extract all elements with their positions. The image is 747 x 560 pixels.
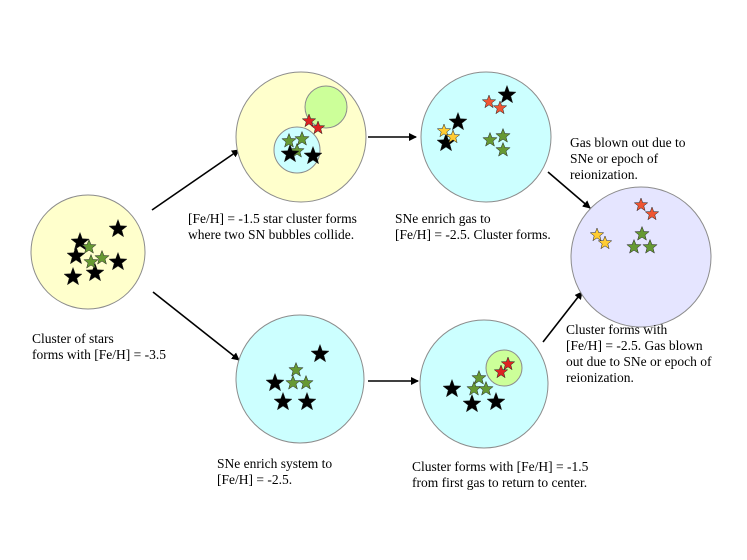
black-star-icon-34 [265,372,285,392]
green-star-icon-39 [298,374,314,390]
bubble-final [570,186,712,328]
label-final-cluster: Cluster forms with [Fe/H] = -2.5. Gas bl… [566,322,712,385]
label-initial-cluster: Cluster of stars forms with [Fe/H] = -3.… [32,331,166,362]
red-star-icon-9 [301,113,317,128]
green-star-icon-7 [83,253,99,269]
bubble-center-return [419,319,549,449]
black-star-icon-5 [63,266,83,286]
red-star-icon-10 [310,120,326,135]
label-enrich-top: SNe enrich gas to [Fe/H] = -2.5. Cluster… [395,211,551,242]
sub-bubble-green-top [304,85,348,129]
black-star-icon-19 [448,111,468,131]
green-star-icon-6 [81,238,97,254]
arrows [151,133,591,385]
green-star-icon-31 [626,238,642,254]
black-star-icon-15 [303,145,323,165]
black-star-icon-36 [297,391,317,411]
arrow-initial-to-collision [151,149,240,211]
label-enrich-bottom: SNe enrich system to [Fe/H] = -2.5. [217,456,333,487]
arrow-initial-to-enrich-bottom [152,291,240,361]
green-star-icon-25 [495,141,511,157]
red-star-icon-47 [493,364,509,379]
bubble-initial [30,194,146,310]
circles [30,71,712,449]
black-star-icon-42 [486,391,506,411]
green-star-icon-32 [642,238,658,254]
green-star-icon-38 [285,374,301,390]
green-star-icon-23 [482,131,498,147]
green-star-icon-24 [495,127,511,143]
red-star-icon-46 [500,356,516,371]
green-star-icon-11 [281,132,297,148]
stars [63,84,660,413]
label-gas-blown-out: Gas blown out due to SNe or epoch of rei… [570,135,686,182]
arrow-enrich-top-to-final [547,171,591,209]
label-collision-cluster: [Fe/H] = -1.5 star cluster forms where t… [188,211,357,242]
yellow-star-icon-22 [445,129,461,144]
black-star-icon-40 [442,378,462,398]
green-star-icon-12 [294,130,310,146]
black-star-icon-2 [66,245,86,265]
black-star-icon-18 [497,84,517,104]
orange-star-icon-26 [633,197,649,212]
green-star-icon-30 [634,225,650,241]
yellow-star-icon-21 [436,123,452,138]
black-star-icon-14 [280,143,300,163]
green-star-icon-8 [94,249,110,265]
green-star-icon-43 [471,369,487,385]
green-star-icon-45 [478,380,494,396]
black-star-icon-35 [273,391,293,411]
bubble-enrich-bottom [235,314,365,444]
orange-star-icon-17 [492,100,508,115]
black-star-icon-0 [108,218,128,238]
label-center-return: Cluster forms with [Fe/H] = -1.5 from fi… [412,459,589,490]
black-star-icon-4 [85,262,105,282]
black-star-icon-41 [462,393,482,413]
green-star-icon-37 [288,361,304,377]
black-star-icon-33 [310,343,330,363]
black-star-icon-3 [108,251,128,271]
sub-bubble-green-bottom [485,349,523,387]
arrow-center-to-final [542,291,583,343]
yellow-star-icon-29 [597,235,613,250]
yellow-star-icon-28 [589,227,605,242]
black-star-icon-1 [70,231,90,251]
bubble-enrich-top [420,71,552,203]
orange-star-icon-27 [644,206,660,221]
orange-star-icon-16 [481,94,497,109]
